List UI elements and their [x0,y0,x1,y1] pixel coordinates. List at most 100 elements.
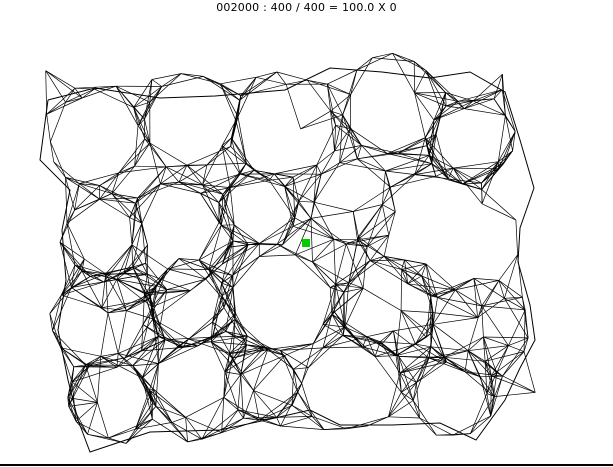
mesh-edge [293,369,303,384]
mesh-edge [508,345,525,352]
mesh-edge [81,270,117,280]
mesh-edge [498,131,516,169]
mesh-edge [401,269,438,298]
mesh-edge [282,218,312,246]
mesh-edge [491,345,509,377]
mesh-edge [135,422,173,430]
mesh-edge [202,164,208,185]
mesh-edge [124,339,166,359]
mesh-edge [292,201,300,227]
mesh-edge [221,417,244,433]
mesh-edge [444,336,484,358]
mesh-edge [79,172,119,184]
mesh-edge [221,244,249,284]
mesh-edge [49,313,62,348]
mesh-edge [416,382,420,419]
mesh-edge [468,345,509,352]
mesh-edge [229,335,248,354]
mesh-edge [470,415,491,434]
mesh-edge [322,323,345,328]
mesh-edge [455,278,475,291]
mesh-edge [322,334,344,349]
mesh-edge [165,166,180,183]
mesh-edge [52,287,72,331]
mesh-edge [339,158,358,164]
mesh-edge [388,400,414,418]
mesh-edge [210,341,241,375]
mesh-edge [59,241,85,260]
mesh-edge [259,243,278,257]
mesh-edge [322,284,336,325]
mesh-edge [221,145,241,175]
mesh-edge [414,92,459,102]
mesh-edge [201,409,239,440]
mesh-edge [49,294,62,314]
mesh-edge [493,89,503,100]
mesh-edge [158,339,166,364]
mesh-edge [407,283,438,298]
mesh-edge [81,88,95,99]
mesh-edge [444,350,469,358]
mesh-edge [358,236,371,261]
mesh-edge [455,280,499,291]
mesh-edge [144,268,168,294]
mesh-edge [202,173,241,186]
mesh-edge [240,346,265,375]
mesh-edge [79,183,100,186]
mesh-edge [331,287,364,315]
mesh-edge [201,397,225,440]
mesh-edge [234,318,268,350]
mesh-edge [232,243,260,276]
mesh-edge [312,238,335,263]
mesh-edge [132,339,166,366]
mesh-edge [147,273,191,291]
mesh-edge [401,269,422,277]
mesh-edge [123,272,168,290]
mesh-edge [220,83,239,117]
mesh-edge [295,254,313,263]
mesh-edge [237,409,277,418]
mesh-edge [74,185,100,211]
mesh-edge [212,307,225,323]
mesh-edge [254,169,275,175]
mesh-edge [240,173,285,187]
mesh-edge [212,321,234,359]
mesh-edge [65,88,76,103]
mesh-edge [124,336,159,359]
mesh-edge [326,84,331,112]
mesh-edge [412,400,437,436]
mesh-edge [131,244,148,275]
mesh-edge [481,161,499,204]
mesh-edge [149,363,159,391]
mesh-edge [149,142,167,167]
mesh-edge [284,164,317,187]
mesh-edge [223,371,226,398]
mesh-edge [333,238,347,245]
mesh-edge [502,337,529,377]
mesh-edge [259,391,298,421]
mesh-edge [483,336,509,346]
selected-node-marker[interactable] [302,239,310,247]
mesh-edge [388,392,402,417]
mesh-edge [467,350,492,377]
mesh-edge [259,405,293,421]
mesh-edge [425,137,454,169]
mesh-edge [240,169,255,175]
mesh-edge [256,76,287,85]
mesh-edge [126,286,157,311]
mesh-edge [280,347,323,351]
mesh-edge [399,373,402,393]
mesh-edge [79,183,100,200]
mesh-edge [158,345,199,364]
mesh-edge [430,295,434,325]
mesh-edge [277,218,312,245]
mesh-edge [155,363,159,407]
mesh-edge [129,197,139,218]
mesh-edge [45,70,48,115]
mesh-edge [240,374,254,391]
mesh-edge [350,57,373,95]
mesh-edge [65,177,100,200]
mesh-edge [308,334,344,368]
mesh-edge [212,287,234,323]
